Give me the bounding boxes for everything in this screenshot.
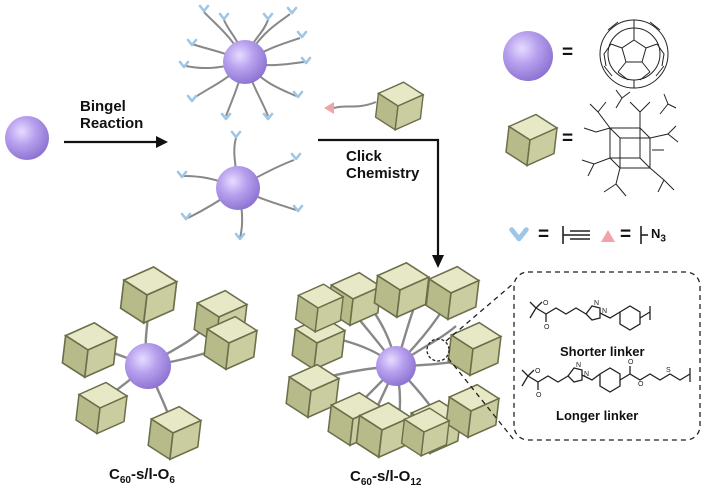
product-o6	[61, 266, 258, 461]
shorter-linker-structure	[529, 301, 651, 331]
fullerene-12-arms	[178, 4, 312, 121]
product-o12	[285, 261, 502, 459]
click-chemistry-label: Click Chemistry	[346, 148, 419, 183]
legend-equals-fullerene: =	[562, 42, 574, 63]
fullerene-6-arms	[176, 130, 304, 241]
poss-structure-icon	[581, 89, 679, 197]
click-label-line1: Click	[346, 148, 382, 165]
svg-text:O: O	[544, 324, 550, 331]
svg-text:N: N	[584, 371, 589, 378]
o12-c: C	[350, 468, 361, 485]
product-o6-label: C60-s/l-O6	[109, 466, 175, 486]
zoom-callout-lines	[445, 282, 515, 441]
svg-text:N: N	[576, 362, 581, 369]
azide-cube-reagent	[324, 81, 424, 131]
o12-mid: -s/l-O	[371, 468, 411, 485]
bingel-label-line2: Reaction	[80, 115, 144, 133]
longer-linker-label: Longer linker	[556, 408, 639, 423]
arrow-click	[318, 138, 444, 268]
legend-alkyne-mark	[512, 230, 527, 239]
bingel-reaction-label: Bingel Reaction	[80, 98, 143, 133]
svg-text:N: N	[602, 308, 607, 315]
svg-text:N: N	[594, 300, 599, 307]
svg-text:O: O	[535, 368, 541, 375]
svg-text:S: S	[666, 367, 671, 374]
shorter-linker-atoms: O O N N	[543, 300, 607, 331]
alkyne-structure-icon	[562, 226, 590, 244]
azide-n: N	[651, 226, 661, 241]
legend-equals-cube: =	[562, 128, 574, 149]
o6-mid: -s/l-O	[130, 466, 170, 483]
legend-equals-alkyne: =	[538, 224, 550, 245]
svg-text:O: O	[628, 359, 634, 366]
legend-azide-mark	[601, 230, 615, 242]
linker-box	[513, 271, 701, 441]
c60-structure-icon	[599, 19, 669, 89]
o6-sub60: 60	[119, 475, 131, 486]
o12-sub60: 60	[360, 477, 372, 488]
azide-structure-icon	[640, 226, 648, 244]
svg-text:O: O	[536, 392, 542, 399]
shorter-linker-label: Shorter linker	[560, 344, 645, 359]
svg-text:O: O	[638, 381, 644, 388]
legend-equals-azide: =	[620, 224, 632, 245]
svg-text:O: O	[543, 300, 549, 307]
azide-subscript: 3	[660, 233, 666, 245]
legend-cube	[505, 113, 558, 167]
o6-c: C	[109, 466, 120, 483]
fullerene-start	[5, 116, 49, 160]
longer-linker-atoms: O O N N O O S	[535, 359, 671, 399]
legend-fullerene	[503, 31, 553, 81]
linker-zoom-circle	[426, 338, 450, 362]
o12-sub12: 12	[410, 477, 422, 488]
azide-formula: N3	[651, 226, 666, 245]
click-label-line2: Chemistry	[346, 165, 420, 183]
longer-linker-structure	[521, 366, 691, 393]
o6-sub6: 6	[169, 475, 175, 486]
product-o12-label: C60-s/l-O12	[350, 468, 421, 488]
bingel-label-line1: Bingel	[80, 98, 126, 115]
